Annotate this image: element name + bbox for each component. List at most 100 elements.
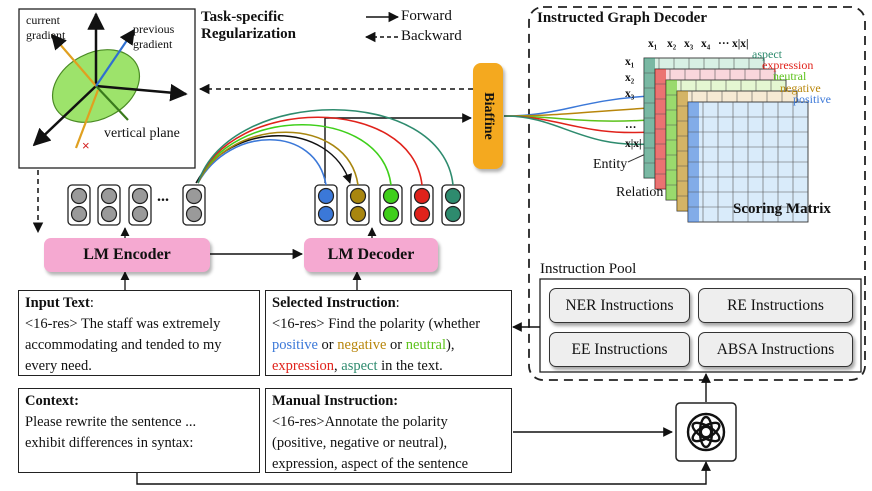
forward-legend-label: Forward [401, 8, 452, 24]
selected-instruction-box: Selected Instruction: <16-res> Find the … [265, 290, 512, 376]
context-to-llm-arrow [136, 461, 711, 485]
encoder-token-2-top-dot [131, 187, 149, 205]
biaffine-to-matrix-lines [503, 95, 669, 191]
selected-instruction-title: Selected Instruction [272, 295, 396, 311]
previous-gradient-arrow [95, 28, 135, 87]
conflict-mark: × [82, 138, 90, 153]
decoder-to-biaffine-arrow [324, 113, 472, 183]
layer-label-negative: negative [780, 81, 821, 95]
attention-curve-0 [197, 139, 327, 186]
biaffine-line-4 [503, 115, 651, 146]
scoring-matrix-label: Scoring Matrix [733, 201, 831, 217]
layer-label-neutral: neutral [773, 69, 807, 83]
matrix-col-header-0: x₁ [648, 38, 658, 50]
manual-instruction-line2: (positive, negative or neutral), [272, 435, 448, 451]
manual-instruction-line3: expression, aspect of the sentence [272, 456, 469, 472]
previous-gradient-label-line2: gradient [133, 37, 173, 51]
manual-instruction-box: Manual Instruction: <16-res>Annotate the… [265, 388, 512, 473]
matrix-row-header-1: x₂ [625, 72, 635, 84]
selected-instruction-suffix: in the text. [377, 358, 443, 374]
encoder-token-1-top-dot [100, 187, 118, 205]
context-title: Context: [25, 393, 79, 409]
context-line2: exhibit differences in syntax: [25, 435, 194, 451]
openai-logo-icon [686, 412, 726, 452]
decoder-token-group [314, 184, 465, 226]
decoder-token-4-bottom-dot [444, 205, 462, 223]
decoder-token-1-bottom-dot [349, 205, 367, 223]
selected-instruction-body: <16-res> Find the polarity (whether posi… [272, 314, 505, 377]
encoder-token-3-bottom-dot [185, 205, 203, 223]
decoder-token-3 [410, 184, 434, 226]
word-or-1: or [317, 337, 338, 353]
vertical-plane-label: vertical plane [104, 126, 180, 141]
decoder-token-2-top-dot [382, 187, 400, 205]
layer-label-positive: positive [793, 92, 831, 106]
ner-instructions-button[interactable]: NER Instructions [549, 288, 690, 323]
input-text-box: Input Text: <16-res> The staff was extre… [18, 290, 260, 376]
word-or-2: or [386, 337, 406, 353]
input-text-title: Input Text [25, 295, 90, 311]
layer-label-expression: expression [762, 58, 814, 72]
biaffine-label: Biaffine [481, 92, 496, 140]
decoder-token-2-bottom-dot [382, 205, 400, 223]
biaffine-block: Biaffine [473, 63, 503, 169]
vertical-plane-line [95, 85, 129, 121]
word-close: ), [446, 337, 455, 353]
previous-gradient-label-line1: previous [133, 22, 175, 36]
matrix-col-header-2: x₃ [684, 38, 694, 50]
decoder-token-4-top-dot [444, 187, 462, 205]
previous-gradient-label: previous gradient [133, 22, 174, 52]
selected-instruction-title-suffix: : [395, 295, 400, 311]
regularization-title-line2: Regularization [201, 26, 296, 42]
encoder-token-1 [97, 184, 121, 226]
matrix-row-header-2: x₃ [625, 88, 635, 100]
encoder-token-1-bottom-dot [100, 205, 118, 223]
lm-encoder: LM Encoder [44, 238, 210, 272]
encoder-token-to-decoder-curve [195, 135, 352, 184]
scoring-matrix [643, 57, 809, 223]
attention-curve-4 [197, 109, 454, 186]
encoder-token-3-top-dot [185, 187, 203, 205]
attention-curves [197, 109, 454, 186]
re-instructions-button[interactable]: RE Instructions [698, 288, 853, 323]
encoder-token-2-bottom-dot [131, 205, 149, 223]
word-aspect: aspect [341, 358, 378, 374]
attention-curve-1 [197, 131, 359, 186]
matrix-col-header-5: x|x| [732, 38, 749, 50]
regularization-title-line1: Task-specific [201, 9, 284, 25]
encoder-token-ellipsis: ... [157, 188, 169, 205]
context-box: Context: Please rewrite the sentence ...… [18, 388, 260, 473]
current-gradient-label-line2: gradient [26, 28, 66, 42]
word-negative: negative [337, 337, 387, 353]
word-positive: positive [272, 337, 318, 353]
decoder-token-3-bottom-dot [413, 205, 431, 223]
decoder-token-2 [379, 184, 403, 226]
regularization-title: Task-specific Regularization [201, 9, 296, 43]
decoder-token-0 [314, 184, 338, 226]
decoder-token-3-top-dot [413, 187, 431, 205]
current-gradient-arrow [50, 33, 97, 87]
backward-legend-label: Backward [401, 28, 462, 44]
decoder-token-4 [441, 184, 465, 226]
matrix-row-header-0: x₁ [625, 56, 635, 68]
matrix-row-header-3: ··· [625, 122, 637, 134]
input-text-title-suffix: : [89, 295, 94, 311]
axis-down-left [32, 85, 97, 147]
decoder-token-1-top-dot [349, 187, 367, 205]
ee-instructions-button[interactable]: EE Instructions [549, 332, 690, 367]
matrix-col-header-4: ··· [718, 38, 730, 50]
layer-label-aspect: aspect [752, 47, 782, 61]
encoder-token-0-bottom-dot [70, 205, 88, 223]
manual-instruction-line1: <16-res>Annotate the polarity [272, 414, 448, 430]
current-gradient-lower [74, 89, 100, 149]
selected-instruction-prefix: <16-res> Find the polarity (whether [272, 316, 481, 332]
current-gradient-label: current gradient [26, 13, 65, 43]
context-line1: Please rewrite the sentence ... [25, 414, 197, 430]
matrix-row-header-4: x|x| [625, 138, 642, 150]
decoder-token-0-bottom-dot [317, 205, 335, 223]
current-gradient-label-line1: current [26, 13, 60, 27]
absa-instructions-button[interactable]: ABSA Instructions [698, 332, 853, 367]
attention-curve-3 [197, 116, 423, 186]
matrix-col-header-1: x₂ [667, 38, 677, 50]
